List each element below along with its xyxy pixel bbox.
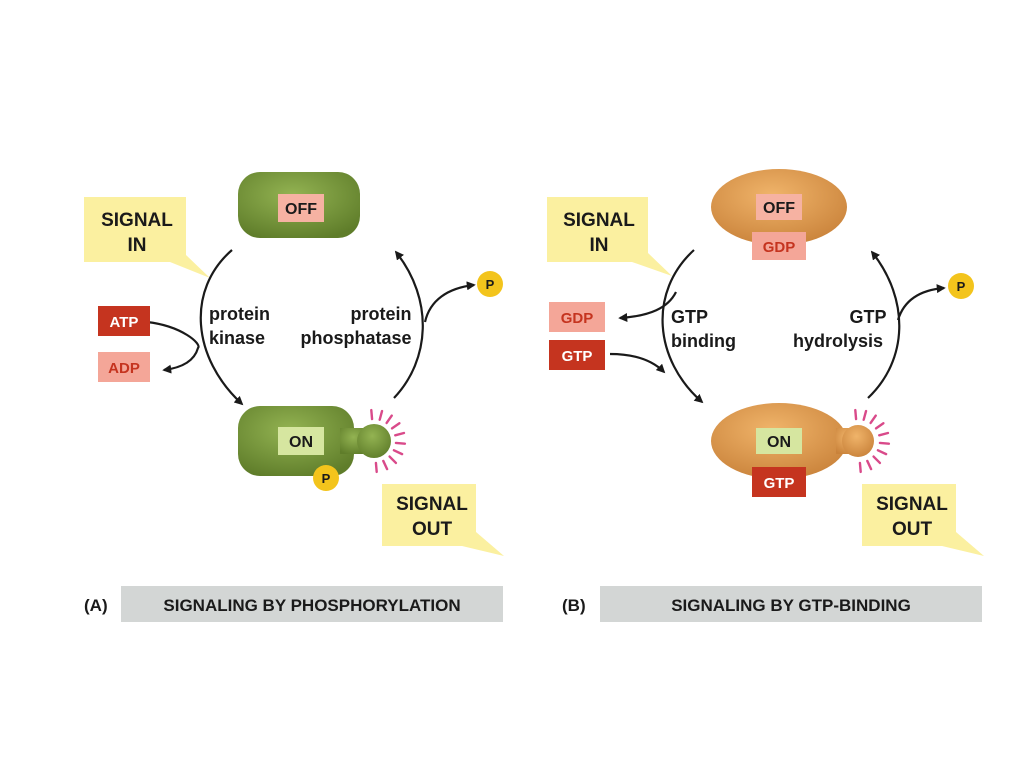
gtp-binding-arrow xyxy=(661,249,704,404)
ray xyxy=(876,449,888,456)
on-nucleotide-box-b xyxy=(752,467,806,497)
signal-out-callout-a: SIGNAL OUT xyxy=(382,484,504,556)
on-label-box-b xyxy=(756,428,802,454)
off-label-a: OFF xyxy=(285,201,317,218)
phosphate-circle-icon xyxy=(313,465,339,491)
on-label-b: ON xyxy=(767,434,791,451)
hydrolysis-arrow xyxy=(867,250,901,399)
on-label-box-a xyxy=(278,427,324,455)
ray xyxy=(370,408,374,421)
ray xyxy=(378,409,384,421)
ray xyxy=(862,409,868,421)
ray xyxy=(382,459,389,471)
bound-phosphate-a: P xyxy=(322,471,331,486)
signal-out-line1-b: SIGNAL xyxy=(876,494,948,515)
signal-in-line2-a: IN xyxy=(128,235,147,256)
atp-to-adp-arrow xyxy=(146,320,200,374)
ray xyxy=(388,455,398,465)
ray xyxy=(878,441,891,445)
released-phosphate-b: P xyxy=(957,279,966,294)
caption-bar-b xyxy=(600,586,982,622)
ray xyxy=(869,414,877,425)
on-label-a: ON xyxy=(289,434,313,451)
signal-in-line2-b: IN xyxy=(590,235,609,256)
phosphate-circle-icon xyxy=(477,271,503,297)
panel-b: SIGNAL IN OFF GDP GDP GTP GTP binding GT… xyxy=(547,169,984,622)
panel-letter-a: (A) xyxy=(84,596,108,615)
radiating-lines-icon xyxy=(854,408,891,474)
phosphate-release-arrow-b xyxy=(896,284,946,321)
on-nucleotide-b: GTP xyxy=(764,475,795,492)
panel-letter-b: (B) xyxy=(562,596,586,615)
ray xyxy=(874,422,885,430)
off-nucleotide-b: GDP xyxy=(763,239,796,256)
released-phosphate-a: P xyxy=(486,277,495,292)
ray xyxy=(872,455,882,465)
kinase-arrow xyxy=(199,249,244,406)
caption-bar-a xyxy=(121,586,503,622)
ray xyxy=(866,459,873,471)
ray xyxy=(854,408,858,421)
phosphatase-line1: protein xyxy=(351,304,412,324)
binding-line2: binding xyxy=(671,331,736,351)
gtp-label: GTP xyxy=(562,348,593,365)
on-protein-b: ON GTP xyxy=(711,403,874,497)
ray xyxy=(858,461,862,474)
ray xyxy=(394,441,407,445)
atp-box xyxy=(98,306,150,336)
gdp-box xyxy=(549,302,605,332)
ray xyxy=(394,431,406,437)
off-label-box-b xyxy=(756,194,802,220)
kinase-line2: kinase xyxy=(209,328,265,348)
ray xyxy=(390,422,401,430)
off-protein-b: OFF GDP xyxy=(711,169,847,260)
phosphate-release-arrow-a xyxy=(423,281,476,323)
adp-label: ADP xyxy=(108,360,140,377)
phosphatase-line2: phosphatase xyxy=(300,328,411,348)
hydrolysis-line1: GTP xyxy=(849,307,886,327)
signal-out-line1-a: SIGNAL xyxy=(396,494,468,515)
adp-box xyxy=(98,352,150,382)
phosphatase-arrow xyxy=(393,250,424,399)
ray xyxy=(878,431,890,437)
signal-in-line1-b: SIGNAL xyxy=(563,210,635,231)
on-protein-a: ON P xyxy=(238,406,391,491)
signal-in-line1-a: SIGNAL xyxy=(101,210,173,231)
gtp-box xyxy=(549,340,605,370)
gdp-label: GDP xyxy=(561,310,594,327)
phosphate-circle-icon xyxy=(948,273,974,299)
hydrolysis-line2: hydrolysis xyxy=(793,331,883,351)
signal-out-line2-a: OUT xyxy=(412,519,453,540)
signal-in-callout-a: SIGNAL IN xyxy=(84,197,210,278)
binding-line1: GTP xyxy=(671,307,708,327)
radiating-lines-icon xyxy=(370,408,407,474)
kinase-line1: protein xyxy=(209,304,270,324)
off-label-b: OFF xyxy=(763,200,795,217)
ray xyxy=(392,449,404,456)
panel-a: SIGNAL IN OFF ATP ADP protein kinase pro… xyxy=(84,172,504,622)
caption-a: SIGNALING BY PHOSPHORYLATION xyxy=(163,596,460,615)
caption-b: SIGNALING BY GTP-BINDING xyxy=(671,596,911,615)
signal-out-callout-b: SIGNAL OUT xyxy=(862,484,984,556)
off-protein-a: OFF xyxy=(238,172,360,238)
gtp-uptake-arrow xyxy=(609,352,666,374)
atp-label: ATP xyxy=(110,314,139,331)
gdp-release-arrow xyxy=(618,291,677,323)
ray xyxy=(385,414,393,425)
off-label-box-a xyxy=(278,194,324,222)
signal-out-line2-b: OUT xyxy=(892,519,933,540)
ray xyxy=(374,461,378,474)
off-nucleotide-box-b xyxy=(752,232,806,260)
signal-in-callout-b: SIGNAL IN xyxy=(547,197,672,276)
